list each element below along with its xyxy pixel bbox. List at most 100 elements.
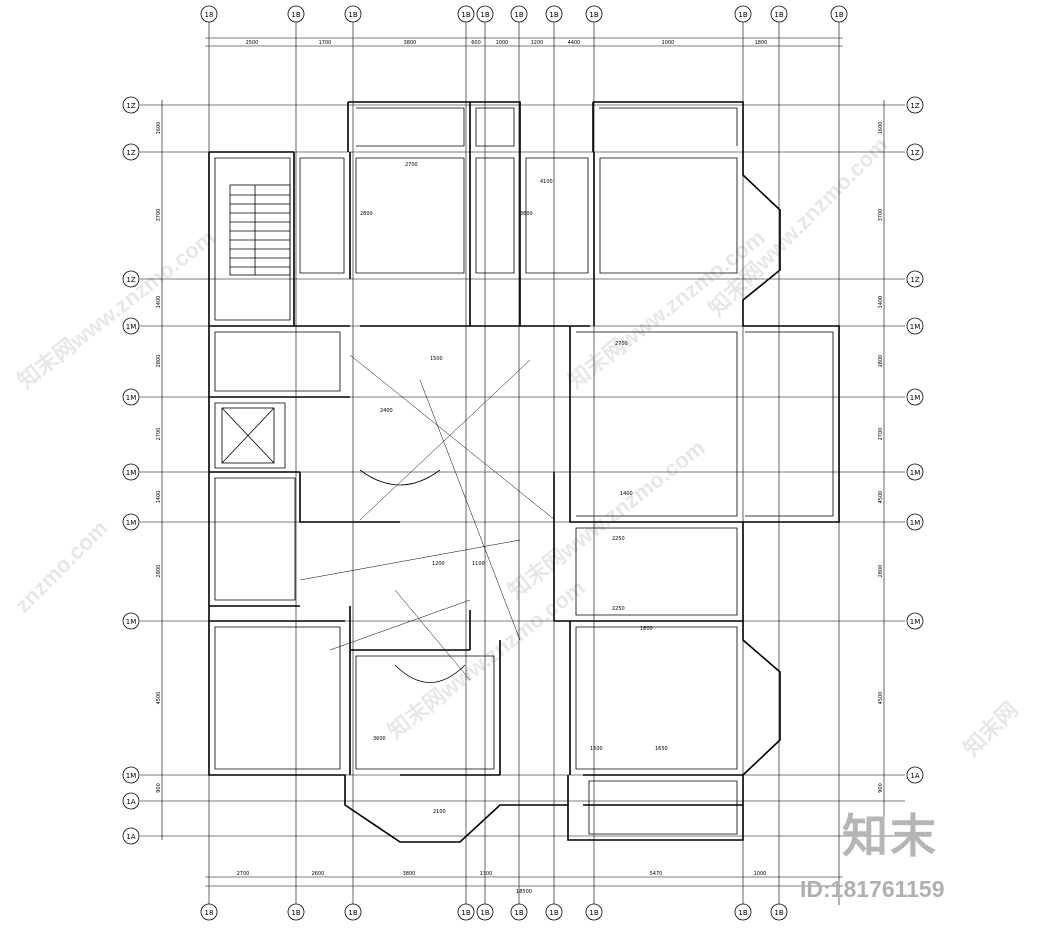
axis-label-top: 1B bbox=[480, 11, 489, 19]
dimension-top: 1000 bbox=[662, 40, 675, 46]
axis-label-right: 1A bbox=[910, 772, 919, 780]
dimension-right: 4500 bbox=[878, 692, 884, 705]
room-outline bbox=[475, 157, 515, 274]
axis-label-top-circle bbox=[476, 5, 494, 23]
room-outline bbox=[475, 107, 515, 147]
grid-lines bbox=[140, 20, 905, 905]
axis-label-left-circle bbox=[122, 96, 140, 114]
dimension-top: 1000 bbox=[496, 40, 509, 46]
diagonal-line bbox=[394, 589, 471, 681]
wall bbox=[209, 102, 594, 607]
axis-label-left-circle bbox=[122, 513, 140, 531]
axis-label-bottom: 1B bbox=[589, 909, 598, 917]
dimension-top: 1800 bbox=[755, 40, 768, 46]
room-dimension: 2800 bbox=[360, 211, 373, 217]
dimension-top: 1700 bbox=[319, 40, 332, 46]
room-dimension: 1100 bbox=[472, 561, 485, 567]
room-outline bbox=[745, 331, 834, 517]
axis-label-left: 1M bbox=[126, 394, 137, 402]
axis-label-bottom-circle bbox=[585, 903, 603, 921]
axis-label-right: 1M bbox=[910, 519, 921, 527]
room-outline bbox=[575, 527, 738, 616]
wall bbox=[299, 472, 501, 776]
walls bbox=[208, 101, 840, 843]
axis-label-right: 1M bbox=[910, 394, 921, 402]
door-arc bbox=[359, 469, 441, 486]
wall bbox=[349, 152, 595, 326]
dimension-left: 900 bbox=[156, 783, 162, 793]
axis-label-right-circle bbox=[906, 766, 924, 784]
axis-label-right-circle bbox=[906, 270, 924, 288]
axis-label-top-circle bbox=[287, 5, 305, 23]
room-outline bbox=[355, 157, 465, 274]
wall bbox=[209, 610, 471, 651]
axis-label-left: 1M bbox=[126, 618, 137, 626]
axis-label-top-circle bbox=[457, 5, 475, 23]
diagonal-line bbox=[329, 599, 471, 651]
room-dimension: 2250 bbox=[612, 536, 625, 542]
axis-label-bottom-circle bbox=[287, 903, 305, 921]
diagonal-line bbox=[349, 354, 556, 521]
dimension-right: 4500 bbox=[878, 491, 884, 504]
room-outline bbox=[599, 107, 738, 146]
axis-label-right: 1M bbox=[910, 618, 921, 626]
door-arc bbox=[394, 664, 466, 683]
axis-label-bottom-circle bbox=[545, 903, 563, 921]
axis-label-top: 1B bbox=[589, 11, 598, 19]
dimension-bottom: 2600 bbox=[312, 871, 325, 877]
dimension-bottom: 3800 bbox=[403, 871, 416, 877]
elevator-shaft bbox=[221, 407, 275, 464]
axis-label-left: 1Z bbox=[126, 102, 135, 110]
axis-label-bottom-circle bbox=[200, 903, 218, 921]
axis-label-top-circle bbox=[830, 5, 848, 23]
elevator-cross bbox=[221, 407, 275, 464]
axis-label-bottom: 18 bbox=[205, 909, 214, 917]
dimension-bottom: 1000 bbox=[754, 871, 767, 877]
axis-label-bottom: 1B bbox=[514, 909, 523, 917]
dimension-left: 2700 bbox=[156, 428, 162, 441]
axis-label-top: 1B bbox=[774, 11, 783, 19]
room-dimension: 1200 bbox=[432, 561, 445, 567]
room-outline bbox=[576, 331, 738, 517]
dimension-left: 1400 bbox=[156, 296, 162, 309]
axis-label-right-circle bbox=[906, 317, 924, 335]
axis-label-right: 1Z bbox=[910, 102, 919, 110]
dimension-right: 2700 bbox=[878, 428, 884, 441]
room-outline bbox=[299, 157, 345, 274]
room-outline bbox=[214, 157, 291, 321]
room-dimension: 2250 bbox=[612, 606, 625, 612]
axis-label-top-circle bbox=[585, 5, 603, 23]
axis-label-top: 1B bbox=[461, 11, 470, 19]
diagonal-line bbox=[359, 359, 531, 521]
room-outline bbox=[355, 655, 495, 770]
dimension-left: 1600 bbox=[156, 122, 162, 135]
axis-label-left: 1Z bbox=[126, 276, 135, 284]
axis-label-right-circle bbox=[906, 388, 924, 406]
axis-label-top: 1B bbox=[514, 11, 523, 19]
axis-label-left-circle bbox=[122, 792, 140, 810]
dimension-right: 3700 bbox=[878, 209, 884, 222]
dimension-top: 2500 bbox=[246, 40, 259, 46]
axis-label-bottom: 1B bbox=[291, 909, 300, 917]
dimension-top: 4400 bbox=[568, 40, 581, 46]
room-dimension: 3600 bbox=[520, 211, 533, 217]
room-dimension: 1800 bbox=[640, 626, 653, 632]
stair-outline bbox=[229, 184, 291, 276]
axis-label-bottom: 1B bbox=[549, 909, 558, 917]
room-outline bbox=[214, 477, 296, 601]
room-dimension: 1500 bbox=[590, 746, 603, 752]
axis-label-left-circle bbox=[122, 766, 140, 784]
dimension-left: 3700 bbox=[156, 209, 162, 222]
room-dimension: 1500 bbox=[430, 356, 443, 362]
axis-label-bottom: 1B bbox=[348, 909, 357, 917]
wall bbox=[553, 326, 743, 775]
axis-label-bottom-circle bbox=[344, 903, 362, 921]
axis-label-bottom-circle bbox=[734, 903, 752, 921]
wall bbox=[209, 101, 521, 326]
axis-label-right: 1Z bbox=[910, 276, 919, 284]
axis-label-top-circle bbox=[510, 5, 528, 23]
dimension-bottom: 2700 bbox=[237, 871, 250, 877]
dimension-left: 2800 bbox=[156, 355, 162, 368]
room-outline bbox=[214, 402, 286, 469]
axis-label-top-circle bbox=[770, 5, 788, 23]
